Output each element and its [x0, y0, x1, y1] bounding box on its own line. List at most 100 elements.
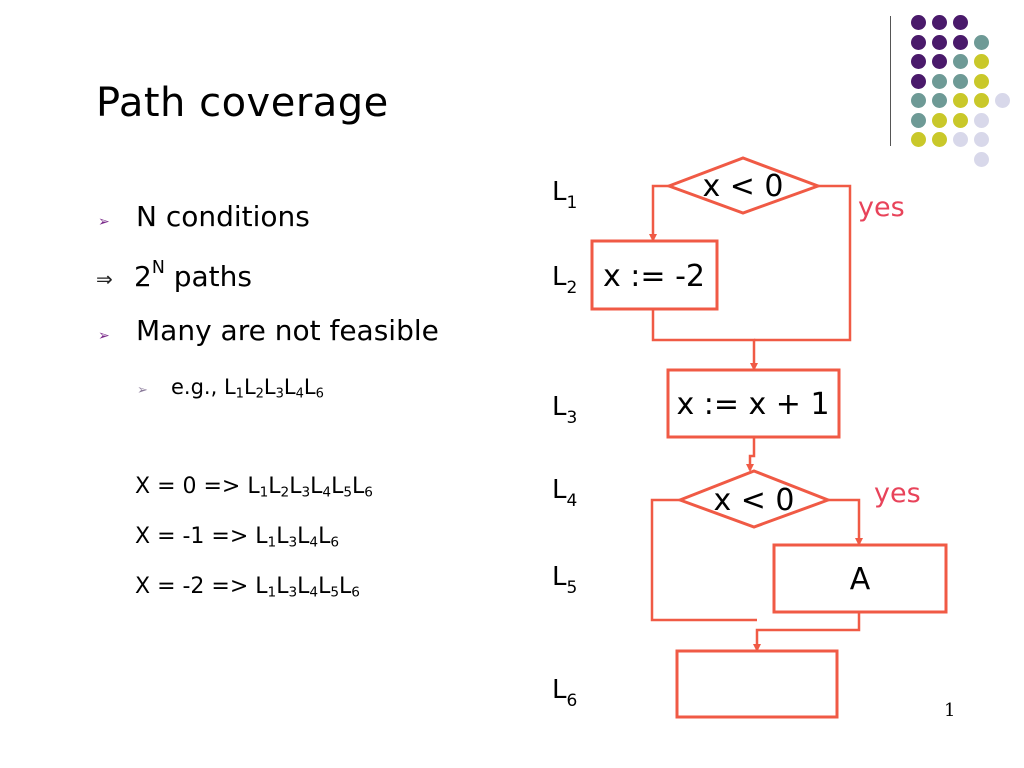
path-letter: L [331, 474, 344, 499]
path-subscript: 1 [235, 386, 244, 402]
decorative-dot [974, 151, 989, 167]
path-letter: L [297, 524, 310, 549]
bullet-many-not-feasible: ➢ Many are not feasible [98, 314, 439, 347]
path-subscript: 1 [259, 484, 269, 501]
decorative-dot [974, 34, 989, 50]
line-label-3: L3 [552, 392, 577, 428]
edge-cond4-yes [828, 498, 863, 546]
path-subscript: 3 [288, 534, 298, 551]
sub-bullet-arrowhead-icon: ➢ [137, 383, 148, 398]
path-letter: L [243, 375, 256, 399]
decorative-dot [911, 34, 926, 50]
path-subscript: 2 [255, 386, 264, 402]
decorative-dot [932, 34, 947, 50]
decorative-dot [911, 112, 926, 128]
path-letter: L [289, 474, 302, 499]
path-letter: L [263, 375, 276, 399]
decorative-dot [953, 132, 968, 147]
edge-box5-to-box6 [753, 612, 861, 652]
decorative-dot [932, 73, 947, 89]
path-subscript: 5 [330, 584, 340, 601]
edge-cond1-yes [754, 184, 852, 342]
line-label-2: L2 [552, 262, 577, 298]
box2-text: x := -2 [603, 259, 705, 294]
empty-box-6 [675, 649, 839, 719]
decorative-dot [974, 132, 989, 147]
path-subscript: 1 [267, 534, 277, 551]
line-label-4: L4 [552, 475, 577, 511]
decorative-dot [974, 112, 989, 128]
decorative-dot [953, 15, 968, 30]
path-subscript: 6 [364, 484, 373, 501]
path-letter: L [268, 474, 281, 499]
path-letter: L [223, 375, 236, 399]
path-subscript: 1 [267, 584, 277, 601]
path-subscript: 3 [301, 484, 311, 501]
path-subscript: 3 [275, 386, 284, 402]
bullet-2n-paths: ⇒ 2N paths [96, 258, 252, 293]
edge-box2-to-box3 [651, 309, 758, 371]
cond1-text: x < 0 [702, 169, 783, 204]
bullet-arrowhead-icon: ➢ [98, 214, 110, 230]
path-letter: L [276, 524, 289, 549]
decorative-dot [911, 132, 926, 147]
edge-cond1-no [649, 184, 669, 242]
path-subscript: 6 [315, 386, 324, 402]
decorative-dot [932, 15, 947, 30]
decorative-dot [932, 93, 947, 108]
path-letter: L [283, 375, 296, 399]
decorative-dot [953, 34, 968, 50]
path-letter: L [352, 474, 365, 499]
decorative-dot [911, 54, 926, 69]
path-sequence: L1L2L3L4L5L6 [247, 474, 373, 501]
path-letter: L [255, 574, 268, 599]
line-label-6: L6 [552, 675, 577, 711]
slide-title: Path coverage [96, 80, 389, 126]
box3-text: x := x + 1 [676, 387, 829, 422]
sub-bullet-text: e.g., L1L2L3L4L6 [171, 375, 324, 402]
line-label-1: L1 [552, 177, 577, 213]
implies-arrow-icon: ⇒ [96, 267, 113, 292]
path-subscript: 6 [351, 584, 360, 601]
decorative-dot [974, 73, 989, 89]
decorative-dot [911, 15, 926, 30]
path-sequence: L1L3L4L6 [255, 524, 340, 551]
decorative-divider [890, 16, 891, 146]
path-subscript: 4 [322, 484, 332, 501]
yes-label-1: yes [858, 192, 905, 223]
decorative-dot [911, 73, 926, 89]
edge-cond4-no [650, 498, 757, 622]
bullet-arrowhead-icon: ➢ [98, 328, 110, 344]
path-subscript: 5 [343, 484, 353, 501]
cond4-text: x < 0 [713, 483, 794, 518]
path-letter: L [303, 375, 316, 399]
path-subscript: 4 [309, 584, 319, 601]
path-subscript: 4 [309, 534, 319, 551]
decorative-dot [974, 54, 989, 69]
example-line-x-2: X = -2 => L1L3L4L5L6 [135, 574, 360, 601]
path-sequence: L1L3L4L5L6 [255, 574, 360, 601]
decorative-dot [953, 93, 968, 108]
decorative-dot [932, 112, 947, 128]
yes-label-2: yes [874, 478, 921, 509]
decorative-dot [932, 132, 947, 147]
decorative-dot [911, 93, 926, 108]
bullet-text: Many are not feasible [136, 314, 439, 347]
decorative-dot [995, 93, 1010, 108]
path-subscript: 3 [288, 584, 298, 601]
page-number: 1 [944, 700, 956, 721]
path-letter: L [255, 524, 268, 549]
path-subscript: 6 [330, 534, 340, 551]
example-line-x-1: X = -1 => L1L3L4L6 [135, 524, 340, 551]
path-subscript: 2 [280, 484, 290, 501]
decorative-dot [932, 54, 947, 69]
box5-text: A [850, 562, 871, 597]
edge-box3-to-cond4 [746, 437, 756, 472]
example-line-x0: X = 0 => L1L2L3L4L5L6 [135, 474, 373, 501]
decorative-dot [953, 112, 968, 128]
sub-bullet-example: ➢ e.g., L1L2L3L4L6 [137, 375, 324, 401]
path-letter: L [318, 574, 331, 599]
path-letter: L [318, 524, 331, 549]
